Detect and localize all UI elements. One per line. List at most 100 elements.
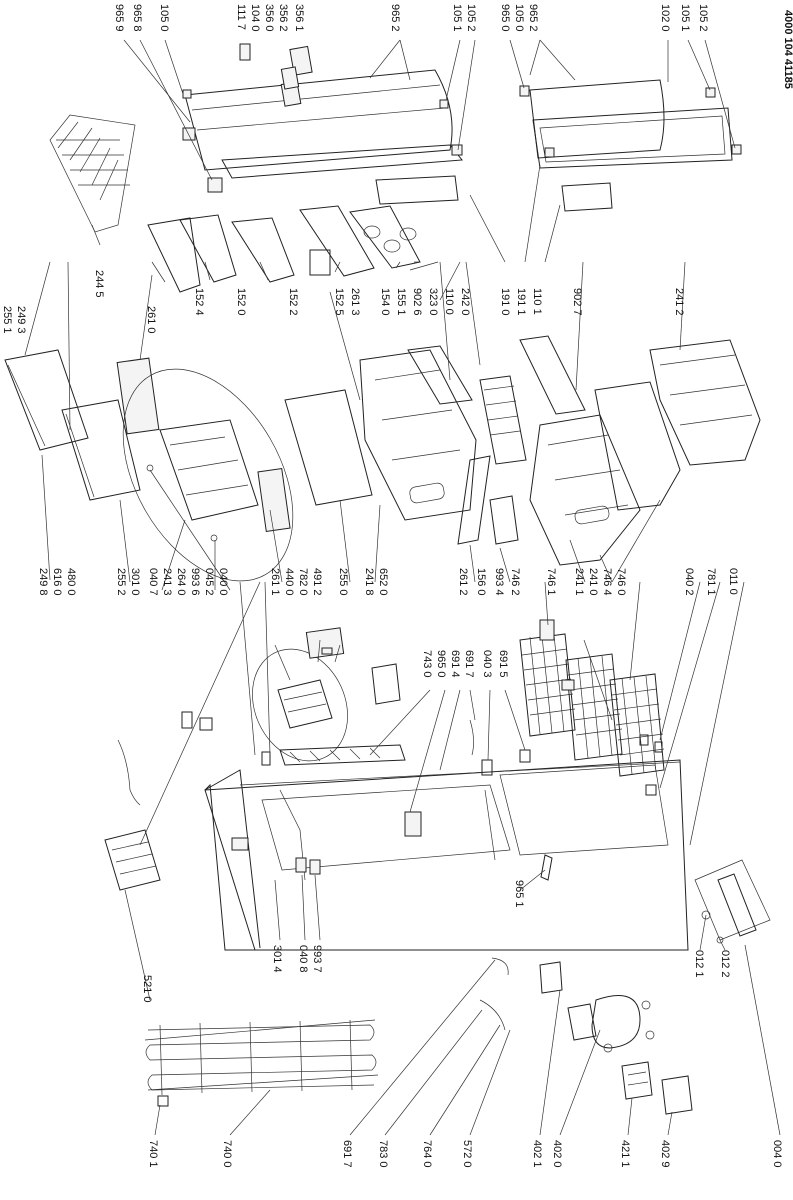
label-7401: 740 1 (147, 1140, 159, 1168)
label-2493: 249 3 (15, 306, 27, 334)
cabinet (204, 744, 689, 951)
hinge-set (694, 859, 771, 944)
label-2412: 241 2 (673, 288, 685, 316)
label-6917a: 691 7 (463, 650, 475, 678)
label-0408: 040 8 (297, 945, 309, 973)
label-0407: 040 7 (147, 568, 159, 596)
label-4020: 402 0 (551, 1140, 563, 1168)
freezer-drawers (359, 335, 761, 566)
evaporator-grids (519, 619, 665, 777)
wire-rack (49, 114, 136, 233)
label-1524: 152 4 (193, 288, 205, 316)
label-1540: 154 0 (379, 288, 391, 316)
document-number: 4000 104 41185 (782, 10, 793, 89)
label-9937: 993 7 (311, 945, 323, 973)
label-0040: 004 0 (771, 1140, 783, 1168)
label-1100: 110 0 (443, 288, 455, 315)
label-7464: 746 4 (601, 568, 613, 596)
label-1040: 104 0 (249, 4, 261, 32)
label-4211: 421 1 (619, 1140, 631, 1168)
label-1050a: 105 0 (158, 4, 170, 32)
label-9650a: 965 0 (499, 4, 511, 32)
fridge-door (182, 43, 463, 205)
label-9027: 902 7 (571, 288, 583, 316)
label-3561: 356 1 (293, 4, 305, 32)
label-2552: 255 2 (115, 568, 127, 596)
label-1101: 110 1 (531, 288, 543, 315)
compressor-group (479, 957, 693, 1115)
label-0402: 040 2 (683, 568, 695, 596)
label-4021: 402 1 (531, 1140, 543, 1168)
label-1052a: 105 2 (465, 4, 477, 32)
leader-lines (24, 39, 781, 1136)
label-1051b: 105 1 (679, 4, 691, 32)
label-0110: 011 0 (727, 568, 739, 595)
label-6917b: 691 7 (341, 1140, 353, 1168)
label-1052b: 105 2 (697, 4, 709, 32)
label-0400: 040 0 (217, 568, 229, 596)
label-7400: 740 0 (221, 1140, 233, 1168)
label-2498: 249 8 (37, 568, 49, 596)
label-6915: 691 5 (497, 650, 509, 678)
label-9651: 965 1 (513, 880, 525, 908)
label-1911: 191 1 (515, 288, 527, 316)
label-3560: 356 0 (263, 4, 275, 32)
label-9652a: 965 2 (389, 4, 401, 32)
label-2612: 261 2 (457, 568, 469, 596)
label-0121: 012 1 (693, 950, 705, 978)
label-5720: 572 0 (461, 1140, 473, 1168)
label-2550: 255 0 (337, 568, 349, 596)
label-2420: 242 0 (459, 288, 471, 316)
label-1560: 156 0 (475, 568, 487, 596)
label-1525: 152 5 (333, 288, 345, 316)
label-7460: 746 0 (615, 568, 627, 596)
freezer-door (519, 79, 742, 212)
label-7462: 746 2 (509, 568, 521, 596)
label-2610a: 261 0 (145, 306, 157, 334)
small-parts (117, 711, 663, 806)
label-7430: 743 0 (421, 650, 433, 678)
label-0122: 012 2 (719, 950, 731, 978)
label-2640: 264 0 (175, 568, 187, 596)
label-2418: 241 8 (363, 568, 375, 596)
crisper-drawer (122, 368, 294, 582)
label-9934: 993 4 (493, 568, 505, 596)
label-1522: 152 2 (287, 288, 299, 316)
label-9936: 993 6 (189, 568, 201, 596)
label-6914: 691 4 (449, 650, 461, 678)
labels: 4000 104 41185 965 9 965 8 105 0 111 7 1… (1, 4, 793, 1168)
label-1050b: 105 0 (513, 4, 525, 32)
label-1910: 191 0 (499, 288, 511, 316)
control-assembly (252, 627, 401, 762)
label-5210: 521 0 (141, 975, 153, 1003)
label-4800: 480 0 (65, 568, 77, 596)
label-0452: 045 2 (203, 568, 215, 596)
label-3010: 301 0 (129, 568, 141, 596)
label-6520: 652 0 (377, 568, 389, 596)
label-4912: 491 2 (311, 568, 323, 596)
label-9659: 965 9 (113, 4, 125, 32)
control-box (104, 829, 161, 891)
label-2413: 241 3 (161, 568, 173, 596)
label-7820: 782 0 (297, 568, 309, 596)
label-4029: 402 9 (659, 1140, 671, 1168)
label-1551: 155 1 (395, 288, 407, 316)
label-7461: 746 1 (545, 568, 557, 596)
label-2410: 241 0 (587, 568, 599, 596)
door-bins (147, 205, 421, 293)
label-4400: 440 0 (283, 568, 295, 596)
label-2613: 261 3 (349, 288, 361, 316)
label-2411: 241 1 (573, 568, 585, 596)
label-1020: 102 0 (659, 4, 671, 32)
drawing (4, 39, 781, 1136)
label-3230: 323 0 (427, 288, 439, 316)
label-2451: 255 1 (1, 306, 13, 334)
label-0403: 040 3 (481, 650, 493, 678)
label-6160: 616 0 (51, 568, 63, 596)
label-7811: 781 1 (705, 568, 717, 596)
label-9026: 902 6 (411, 288, 423, 316)
label-1520: 152 0 (235, 288, 247, 316)
label-2445: 244 5 (93, 270, 105, 298)
condenser (144, 1019, 379, 1107)
